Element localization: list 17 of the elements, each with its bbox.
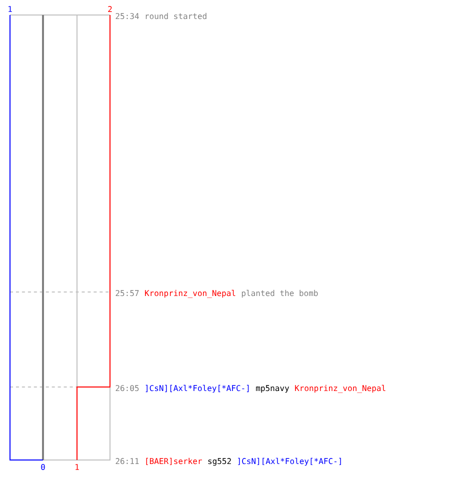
event-text: round started [146,12,206,20]
team-number: 1 [76,464,79,470]
team-number: 0 [41,464,45,470]
player-name: Kronprinz_von_Nepal [145,290,236,298]
timestamp: 26:11 [116,458,139,464]
event-text: planted the bomb [242,290,318,298]
weapon-name: sg552 [208,458,231,466]
timestamp: 25:34 [116,13,139,20]
team-number: 2 [108,6,112,12]
player-name: [BAER]serker [146,458,202,466]
player-name: ]CsN][Axl*Foley[*AFC-] [238,458,341,466]
player-name: Kronprinz_von_Nepal [295,384,386,393]
timestamp: 25:57 [116,290,139,296]
team-number: 1 [8,6,12,12]
timestamp: 26:05 [116,385,139,392]
weapon-name: mp5navy [256,385,290,393]
player-name: ]CsN][Axl*Foley[*AFC-] [146,384,249,393]
